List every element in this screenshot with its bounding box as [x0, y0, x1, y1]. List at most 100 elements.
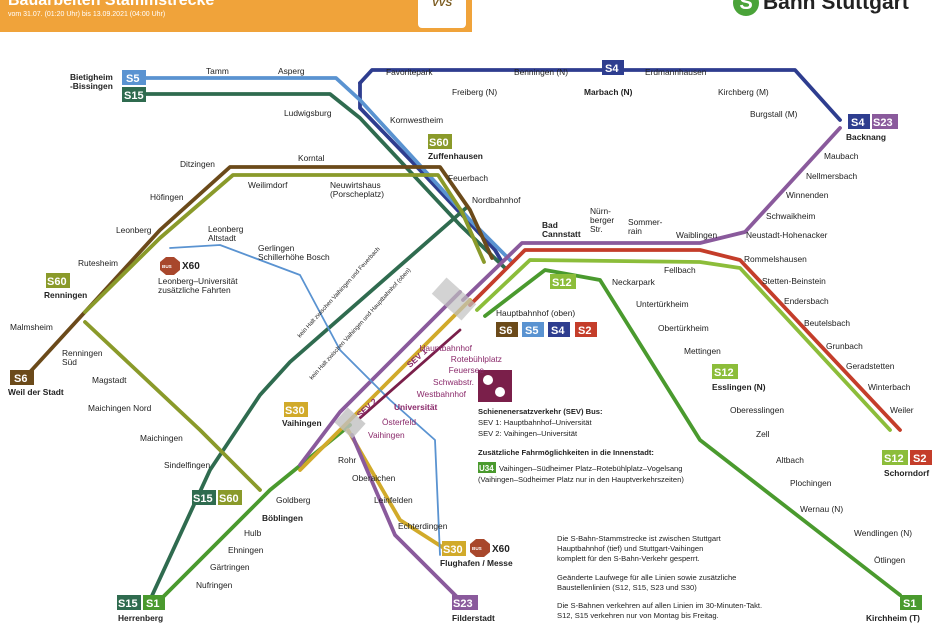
station-oberaichen: Oberaichen: [352, 473, 396, 483]
svg-text:S12: S12: [884, 453, 904, 465]
note-line-8: S12, S15 verkehren nur von Montag bis Fr…: [557, 611, 719, 620]
station-malmsheim: Malmsheim: [10, 322, 53, 332]
badge-s15-bietigheim: S15: [122, 87, 146, 102]
badge-s60-zuffenhausen: S60: [428, 134, 452, 149]
station-oesterfeld: Österfeld: [382, 417, 416, 427]
route-s60-south: [83, 320, 262, 492]
hauptbahnhof-box: [431, 277, 477, 321]
station-mettingen: Mettingen: [684, 346, 721, 356]
sev-stop-2: Feuersee: [449, 365, 485, 375]
station-ehningen: Ehningen: [228, 545, 264, 555]
station-neustadt: Neustadt-Hohenacker: [746, 230, 828, 240]
station-tamm: Tamm: [206, 66, 229, 76]
svg-text:S15: S15: [118, 598, 138, 610]
line-badges: S5 S15 S4 S4 S23 S60 S60 S12 S6 S5 S4 S2…: [10, 60, 932, 610]
x60-label-leonberg: X60: [182, 261, 200, 272]
note-line-2: komplett für den S-Bahn-Verkehr gesperrt…: [557, 554, 700, 563]
route-bus-gerlingen: [169, 244, 441, 556]
station-benningen: Benningen (N): [514, 67, 568, 77]
badge-s1-herrenberg: S1: [143, 595, 165, 610]
notes-block: Die S-Bahn-Stammstrecke ist zwischen Stu…: [557, 534, 762, 620]
station-neuwirtshaus: Neuwirtshaus(Porscheplatz): [330, 180, 384, 199]
route-s2-cannstatt: [468, 248, 902, 432]
station-rutesheim: Rutesheim: [78, 258, 118, 268]
station-schorndorf: Schorndorf: [884, 468, 929, 478]
station-fellbach: Fellbach: [664, 265, 696, 275]
brand-name: Bahn Stuttgart: [763, 0, 909, 14]
station-sindelfingen: Sindelfingen: [164, 460, 210, 470]
sev-info-title: Schienenersatzverkehr (SEV) Bus:: [478, 407, 603, 416]
station-korntal: Korntal: [298, 153, 325, 163]
svg-text:S12: S12: [552, 277, 572, 289]
badge-s23-filderstadt: S23: [452, 595, 478, 610]
station-wernau: Wernau (N): [800, 504, 843, 514]
no-stop-note-2: kein Halt zwischen Vaihingen und Hauptba…: [309, 268, 412, 382]
route-s23-south: [350, 433, 462, 602]
svg-text:BUS: BUS: [472, 546, 482, 551]
station-feuerbach: Feuerbach: [448, 173, 488, 183]
station-hauptbahnhof-oben: Hauptbahnhof (oben): [496, 308, 575, 318]
station-marbach: Marbach (N): [584, 87, 633, 97]
svg-text:S60: S60: [429, 137, 449, 149]
station-rommelshausen: Rommelshausen: [744, 254, 807, 264]
sev-info-block: Schienenersatzverkehr (SEV) Bus: SEV 1: …: [478, 407, 684, 484]
svg-text:S1: S1: [903, 598, 916, 610]
station-magstadt: Magstadt: [92, 375, 127, 385]
station-nufringen: Nufringen: [196, 580, 233, 590]
station-backnang: Backnang: [846, 132, 886, 142]
svg-text:S6: S6: [14, 373, 27, 385]
station-zuffenhausen: Zuffenhausen: [428, 151, 483, 161]
sev-stop-labels: Hauptbahnhof Rotebühlplatz Feuersee Schw…: [297, 246, 502, 419]
station-obertuerkheim: Obertürkheim: [658, 323, 709, 333]
station-flughafen: Flughafen / Messe: [440, 558, 513, 568]
station-oberesslingen: Oberesslingen: [730, 405, 784, 415]
sbahn-logo-icon: S: [733, 0, 759, 16]
svg-text:BUS: BUS: [162, 264, 172, 269]
bus-icon-leonberg: BUS: [160, 257, 180, 275]
station-favoritepark: Favoritepark: [386, 67, 433, 77]
station-leinfelden: Leinfelden: [374, 495, 413, 505]
badge-s30-flughafen: S30: [442, 541, 466, 556]
badge-s60-renningen: S60: [46, 273, 70, 288]
note-line-7: Die S-Bahnen verkehren auf allen Linien …: [557, 601, 762, 610]
badge-s12-schorndorf: S12: [882, 450, 908, 465]
svg-text:S30: S30: [285, 405, 305, 417]
route-s1: [483, 268, 902, 597]
station-labels: Bietigheim-Bissingen Tamm Asperg Favorit…: [8, 66, 929, 623]
station-herrenberg: Herrenberg: [118, 613, 163, 623]
station-asperg: Asperg: [278, 66, 305, 76]
station-nellmersbach: Nellmersbach: [806, 171, 858, 181]
bus-icon-flughafen: BUS: [470, 539, 490, 557]
station-burgstall: Burgstall (M): [750, 109, 798, 119]
station-gaertringen: Gärtringen: [210, 562, 250, 572]
svg-text:S4: S4: [851, 117, 865, 129]
route-s23-west: [298, 290, 462, 467]
badge-s30-vaihingen: S30: [284, 402, 308, 417]
svg-text:S60: S60: [219, 493, 239, 505]
badge-s6-hbf: S6: [496, 322, 518, 337]
station-neckarpark: Neckarpark: [612, 277, 656, 287]
badge-s2-schorndorf: S2: [910, 450, 932, 465]
svg-text:S4: S4: [551, 325, 565, 337]
svg-text:S15: S15: [193, 493, 213, 505]
note-line-0: Die S-Bahn-Stammstrecke ist zwischen Stu…: [557, 534, 722, 543]
sev-stop-3: Schwabstr.: [433, 377, 474, 387]
station-leonberg: Leonberg: [116, 225, 152, 235]
vaihingen-box: [334, 407, 366, 439]
badge-s4-marbach: S4: [602, 60, 624, 75]
sev-bus-icon: [478, 370, 512, 402]
station-waiblingen: Waiblingen: [676, 230, 717, 240]
sev-stop-1: Rotebühlplatz: [451, 354, 502, 364]
svg-text:S2: S2: [578, 325, 591, 337]
station-esslingen: Esslingen (N): [712, 382, 766, 392]
station-altbach: Altbach: [776, 455, 804, 465]
route-s30-airport: [346, 428, 452, 554]
page-subtitle: vom 31.07. (01:20 Uhr) bis 13.09.2021 (0…: [8, 11, 166, 18]
station-ditzingen: Ditzingen: [180, 159, 215, 169]
station-sommerrain: Sommer-rain: [628, 217, 663, 236]
station-goldberg: Goldberg: [276, 495, 311, 505]
station-zell: Zell: [756, 429, 770, 439]
u34-text: Vaihingen–Südheimer Platz–Rotebühlplatz–…: [499, 464, 683, 473]
